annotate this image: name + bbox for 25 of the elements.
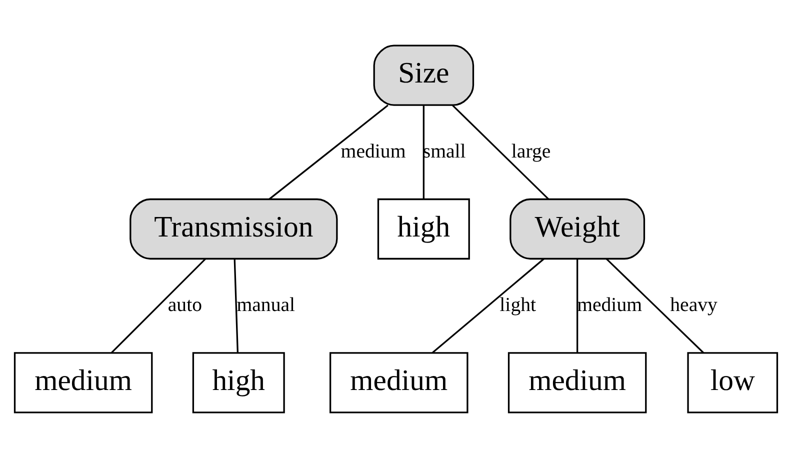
node-box: Weight bbox=[510, 198, 646, 260]
edge-label: light bbox=[500, 293, 536, 316]
edge-label: large bbox=[511, 140, 551, 162]
connector bbox=[606, 258, 704, 353]
connector bbox=[422, 104, 424, 199]
edge-label: heavy bbox=[670, 293, 718, 316]
node-box: medium bbox=[330, 352, 468, 413]
node-box: low bbox=[687, 352, 778, 413]
edge-label: medium bbox=[340, 140, 406, 162]
edge-label: small bbox=[422, 140, 466, 162]
connector bbox=[452, 104, 550, 200]
connector bbox=[234, 258, 239, 352]
node-box: medium bbox=[508, 352, 647, 413]
node-box: Transmission bbox=[130, 198, 338, 260]
node-box: medium bbox=[14, 352, 153, 413]
node-box: high bbox=[192, 352, 285, 413]
connector bbox=[432, 258, 544, 353]
connector bbox=[268, 104, 388, 200]
connector bbox=[576, 258, 578, 352]
edge-label: auto bbox=[168, 293, 202, 316]
edge-label: medium bbox=[577, 293, 642, 316]
connector bbox=[110, 258, 206, 353]
node-box: Size bbox=[373, 44, 474, 106]
edge-label: manual bbox=[236, 293, 296, 316]
node-box: high bbox=[377, 198, 470, 260]
